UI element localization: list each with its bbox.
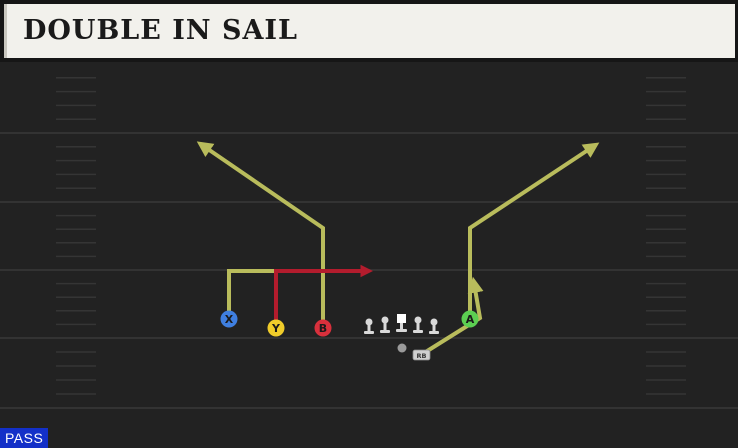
quarterback-marker: [397, 343, 407, 353]
play-field: RB X Y B A: [0, 62, 738, 448]
play-header: DOUBLE IN SAIL: [0, 0, 738, 62]
receiver-x-icon: [220, 310, 238, 328]
route-rb: [422, 276, 484, 355]
running-back-tag: [412, 349, 431, 361]
receiver-b-label: B: [319, 322, 327, 335]
center-icon: [396, 314, 407, 332]
receiver-b-icon: [314, 319, 332, 337]
receiver-x-label: X: [225, 313, 234, 326]
receiver-a-icon: [461, 310, 479, 328]
play-type-badge: PASS: [0, 428, 49, 448]
receiver-a-label: A: [466, 313, 475, 326]
receiver-b: B: [314, 319, 332, 337]
lineman-icon: [364, 318, 374, 334]
running-back-label: RB: [417, 352, 427, 360]
lineman-icon: [429, 318, 439, 334]
route-b: [196, 141, 325, 326]
lineman-icon: [380, 316, 390, 333]
hash-marks-right: [646, 77, 686, 395]
receiver-y: Y: [267, 319, 285, 337]
play-title: DOUBLE IN SAIL: [23, 15, 299, 46]
routes: [196, 141, 600, 355]
receiver-y-label: Y: [271, 322, 281, 335]
field-turf: [0, 62, 738, 448]
lineman-icon: [413, 316, 423, 333]
route-x: [227, 269, 275, 318]
play-title-card: DOUBLE IN SAIL: [4, 4, 735, 58]
receiver-a: A: [461, 310, 479, 328]
receiver-x: X: [220, 310, 238, 328]
route-y-highlight: [274, 264, 374, 326]
hash-marks-left: [56, 77, 96, 395]
offensive-line: [364, 314, 439, 334]
receiver-y-icon: [267, 319, 285, 337]
running-back: RB: [412, 349, 431, 361]
